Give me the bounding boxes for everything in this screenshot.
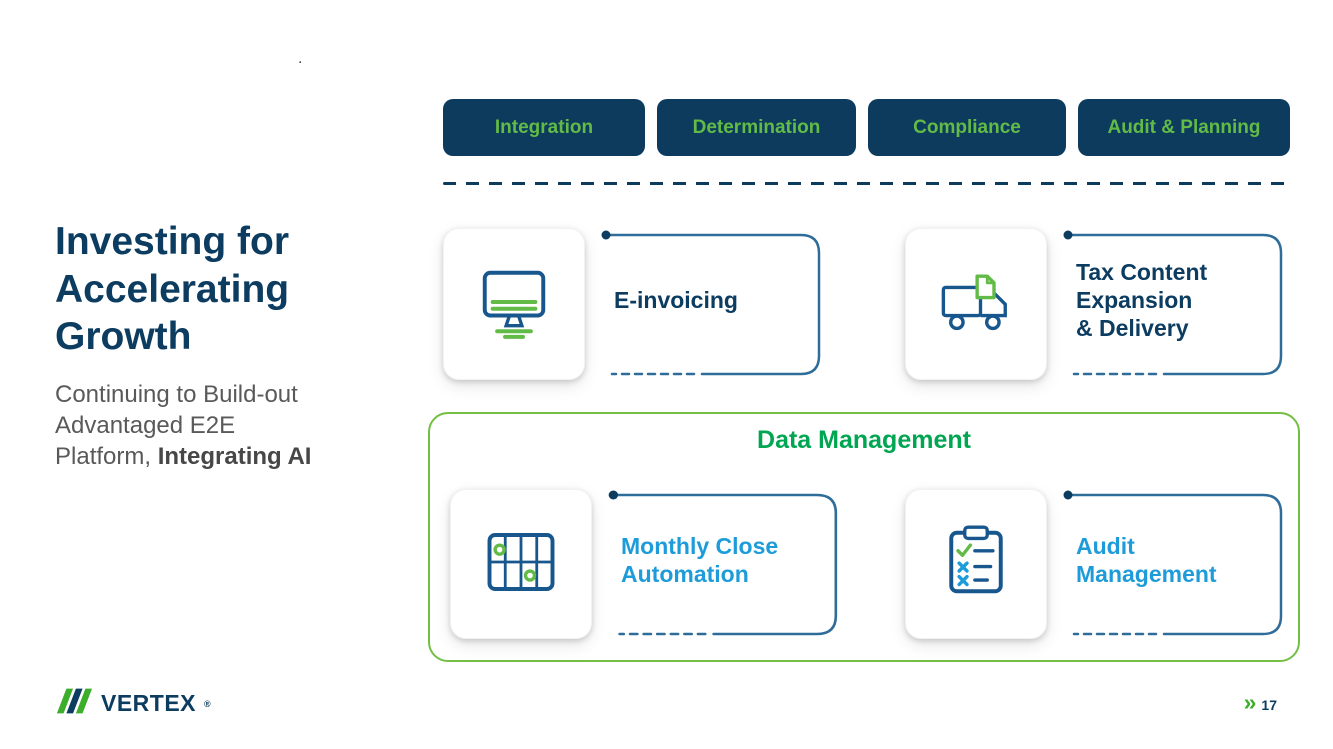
- label-line: & Delivery: [1076, 315, 1189, 342]
- label-line: Tax Content: [1076, 258, 1208, 285]
- double-chevron-icon: »: [1243, 689, 1257, 715]
- pill-determination: Determination: [657, 99, 856, 156]
- gantt-chart-icon: [476, 517, 566, 612]
- label-line: Expansion: [1076, 286, 1193, 313]
- tax-content-card: [905, 228, 1047, 380]
- delivery-truck-icon: [931, 257, 1021, 352]
- page-subtitle-regular: Platform,: [55, 443, 158, 471]
- label-line: Monthly Close: [621, 532, 779, 559]
- pill-audit-planning: Audit & Planning: [1078, 99, 1290, 156]
- data-management-title: Data Management: [757, 426, 971, 454]
- tax-content-callout: Tax Content Expansion & Delivery: [1060, 230, 1285, 378]
- label-line: Management: [1076, 561, 1217, 587]
- e-invoicing-label: E-invoicing: [614, 234, 817, 366]
- page-subtitle-line: Advantaged E2E: [55, 411, 236, 439]
- monthly-close-callout: Monthly Close Automation: [605, 490, 840, 638]
- page-subtitle-bold: Integrating AI: [157, 443, 312, 471]
- label-line: E-invoicing: [614, 286, 738, 313]
- e-invoicing-card: [443, 228, 585, 380]
- audit-management-callout: Audit Management: [1060, 490, 1285, 638]
- audit-management-card: [905, 489, 1047, 639]
- page-title-line: Investing for: [55, 220, 290, 263]
- page-title-line: Growth: [55, 315, 192, 359]
- page-number: 17: [1261, 696, 1277, 713]
- page-indicator: » 17: [1244, 691, 1277, 714]
- page-subtitle: Continuing to Build-out Advantaged E2E P…: [55, 379, 400, 473]
- page-title-line: Accelerating: [55, 267, 290, 311]
- monitor-icon: [469, 257, 559, 352]
- page-subtitle-line: Continuing to Build-out: [55, 380, 298, 408]
- clipboard-checklist-icon: [931, 517, 1021, 612]
- data-management-box: [428, 412, 1300, 662]
- trademark-symbol: ®: [204, 698, 211, 709]
- monthly-close-label: Monthly Close Automation: [621, 494, 834, 626]
- process-pills-row: Integration Determination Compliance Aud…: [443, 99, 1290, 156]
- page-title: Investing for Accelerating Growth: [55, 218, 400, 361]
- label-line: Audit: [1076, 532, 1135, 559]
- left-panel: Investing for Accelerating Growth Contin…: [55, 218, 400, 472]
- e-invoicing-callout: E-invoicing: [598, 230, 823, 378]
- label-line: Automation: [621, 561, 749, 587]
- pill-compliance: Compliance: [868, 99, 1066, 156]
- vertex-wordmark: VERTEX: [101, 690, 197, 716]
- audit-management-label: Audit Management: [1076, 494, 1279, 626]
- vertex-logo-mark-icon: [55, 688, 93, 719]
- dashed-divider: [443, 182, 1290, 185]
- vertex-logo: VERTEX ®: [55, 688, 211, 719]
- tax-content-label: Tax Content Expansion & Delivery: [1076, 234, 1279, 366]
- stray-period-text: .: [298, 50, 303, 67]
- pill-integration: Integration: [443, 99, 645, 156]
- page-subtitle-line: Platform, Integrating AI: [55, 441, 400, 472]
- monthly-close-card: [450, 489, 592, 639]
